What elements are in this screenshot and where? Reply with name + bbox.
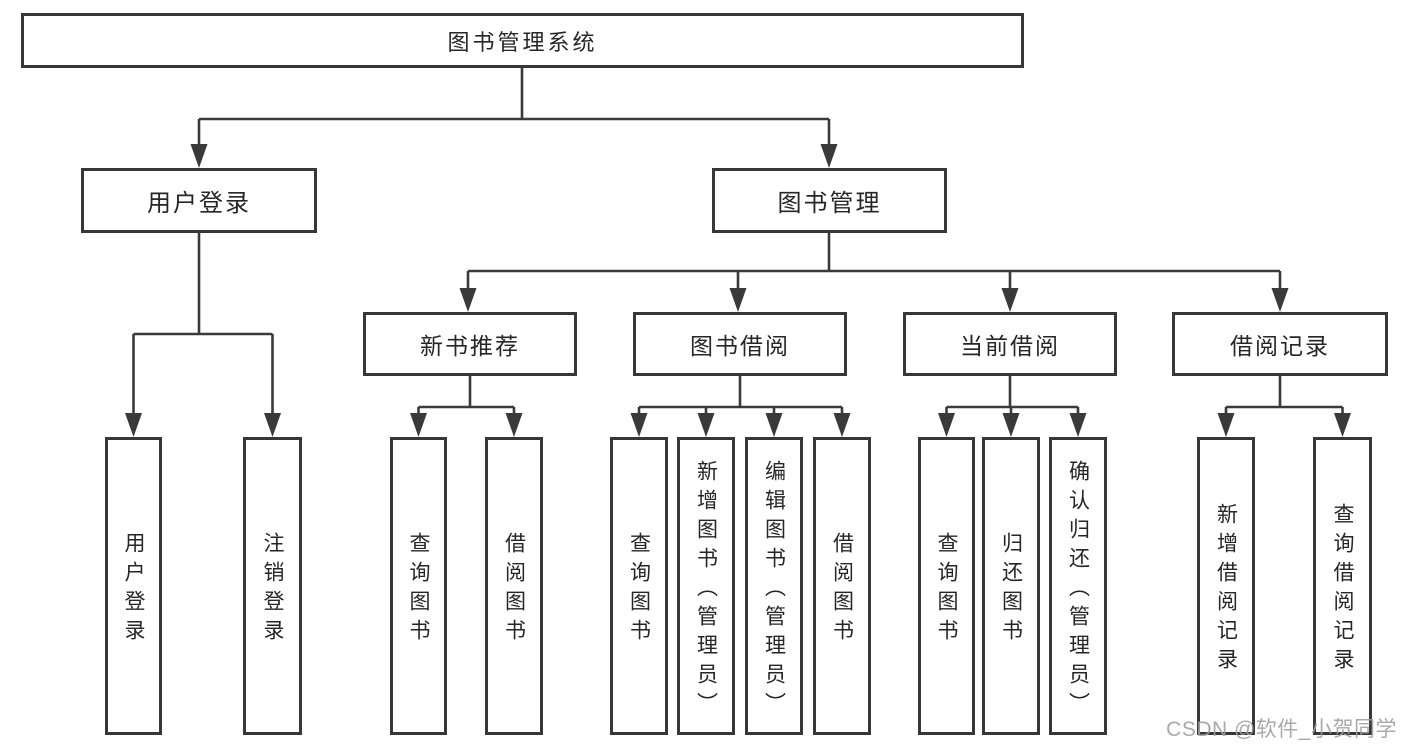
arrowhead-icon [630, 413, 648, 437]
leaf-add-book-admin: 新增图书（管理员） [677, 437, 735, 735]
arrowhead-icon [820, 144, 838, 168]
arrowhead-icon [505, 413, 523, 437]
leaf-query-books-current: 查询图书 [918, 437, 975, 735]
leaf-borrow-books-borrowing: 借阅图书 [813, 437, 871, 735]
arrowhead-icon [264, 413, 281, 437]
connector-current-to-leaves [945, 375, 1080, 416]
node-current-borrowing: 当前借阅 [903, 312, 1117, 376]
arrowheads [125, 144, 1351, 437]
connector-borrowing-to-leaves [637, 375, 844, 416]
connector-root-to-level2 [197, 66, 831, 148]
arrowhead-icon [697, 413, 715, 437]
node-root-library-system: 图书管理系统 [21, 13, 1024, 68]
connector-lines [132, 66, 1344, 416]
connector-bookmgmt-to-level3 [466, 232, 1282, 292]
arrowhead-icon [410, 413, 427, 437]
leaf-confirm-return-admin: 确认归还（管理员） [1049, 437, 1107, 735]
arrowhead-icon [729, 288, 747, 312]
leaf-query-books-recommend: 查询图书 [390, 437, 447, 735]
node-book-management: 图书管理 [712, 168, 947, 233]
leaf-user-login: 用户登录 [105, 437, 162, 735]
node-user-login: 用户登录 [81, 168, 317, 233]
leaf-add-borrow-record: 新增借阅记录 [1197, 437, 1255, 735]
arrowhead-icon [190, 144, 208, 168]
leaf-borrow-books-recommend: 借阅图书 [485, 437, 543, 735]
connector-records-to-leaves [1224, 375, 1344, 416]
leaf-logout: 注销登录 [243, 437, 302, 735]
node-borrowing-records: 借阅记录 [1172, 312, 1388, 376]
arrowhead-icon [1271, 288, 1289, 312]
arrowhead-icon [459, 288, 477, 312]
leaf-query-books-borrowing: 查询图书 [610, 437, 668, 735]
connector-userlogin-to-leaves [132, 232, 274, 416]
node-new-book-recommend: 新书推荐 [363, 312, 577, 376]
leaf-query-borrow-record: 查询借阅记录 [1313, 437, 1372, 735]
leaf-return-book: 归还图书 [982, 437, 1040, 735]
leaf-edit-book-admin: 编辑图书（管理员） [745, 437, 803, 735]
arrowhead-icon [765, 413, 783, 437]
arrowhead-icon [1069, 413, 1087, 437]
arrowhead-icon [125, 413, 142, 437]
arrowhead-icon [938, 413, 955, 437]
arrowhead-icon [1217, 413, 1235, 437]
arrowhead-icon [1002, 413, 1020, 437]
arrowhead-icon [1001, 288, 1019, 312]
arrowhead-icon [833, 413, 851, 437]
connector-newbook-to-leaves [417, 375, 516, 416]
node-book-borrowing: 图书借阅 [633, 312, 847, 376]
csdn-watermark: CSDN @软件_小贺同学 [1166, 718, 1397, 741]
arrowhead-icon [1334, 413, 1351, 437]
